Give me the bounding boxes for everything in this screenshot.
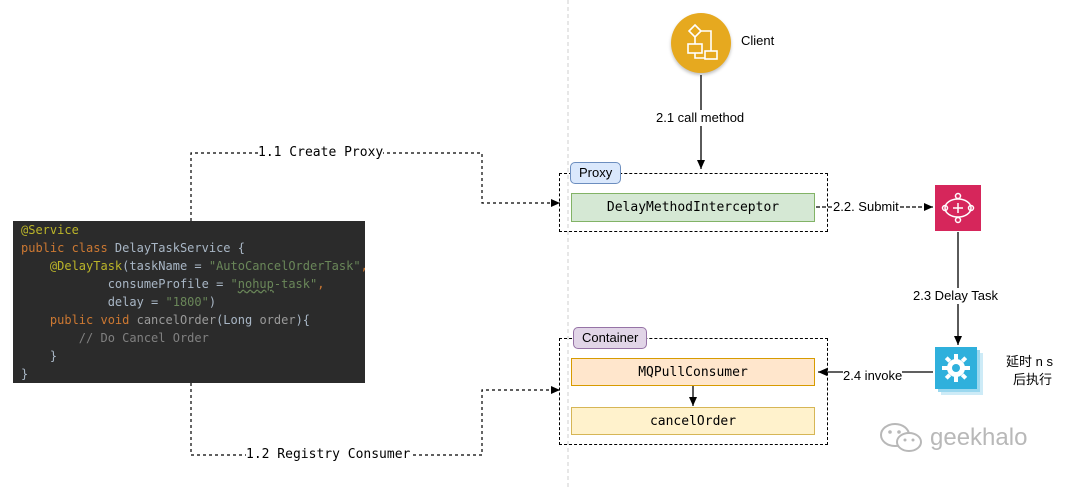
code-line: delay = "1800") <box>21 295 217 309</box>
flowchart-icon <box>687 23 718 60</box>
code-line: consumeProfile = "nohup-task", <box>21 277 325 291</box>
code-line: @Service <box>21 223 79 237</box>
client-node <box>671 13 731 73</box>
code-line: } <box>21 349 58 363</box>
client-label: Client <box>741 33 775 48</box>
proxy-group <box>559 173 828 232</box>
watermark: geekhalo <box>878 421 1027 455</box>
call-method-label: 2.1 call method <box>656 110 745 126</box>
delay-note-line1: 延时 n s <box>1006 354 1053 369</box>
code-line: } <box>21 367 29 381</box>
watermark-text: geekhalo <box>930 424 1028 451</box>
wechat-icon <box>880 423 922 452</box>
delay-task-node <box>935 347 977 389</box>
create-proxy-label: 1.1 Create Proxy <box>258 145 384 161</box>
mq-pull-consumer-node: MQPullConsumer <box>571 358 815 386</box>
container-tag: Container <box>573 327 648 349</box>
registry-consumer-label: 1.2 Registry Consumer <box>246 447 411 463</box>
create-proxy-edge <box>190 152 560 221</box>
delay-note-line2: 后执行 <box>1013 372 1053 387</box>
invoke-label: 2.4 invoke <box>843 368 903 384</box>
container-group <box>559 338 828 445</box>
code-line: @DelayTask(taskName = "AutoCancelOrderTa… <box>21 259 365 273</box>
code-line: // Do Cancel Order <box>21 331 209 345</box>
registry-consumer-edge <box>190 383 560 456</box>
delay-method-interceptor-node: DelayMethodInterceptor <box>571 193 815 222</box>
delay-task-label: 2.3 Delay Task <box>913 288 999 304</box>
submit-label: 2.2. Submit <box>833 199 899 215</box>
code-line: public void cancelOrder(Long order){ <box>21 313 311 327</box>
proxy-tag: Proxy <box>570 162 622 184</box>
gear-task-icon <box>942 354 970 382</box>
queue-hub-icon <box>941 192 975 224</box>
cancel-order-node: cancelOrder <box>571 407 815 435</box>
mq-node <box>935 185 981 231</box>
code-line: public class DelayTaskService { <box>21 241 245 255</box>
